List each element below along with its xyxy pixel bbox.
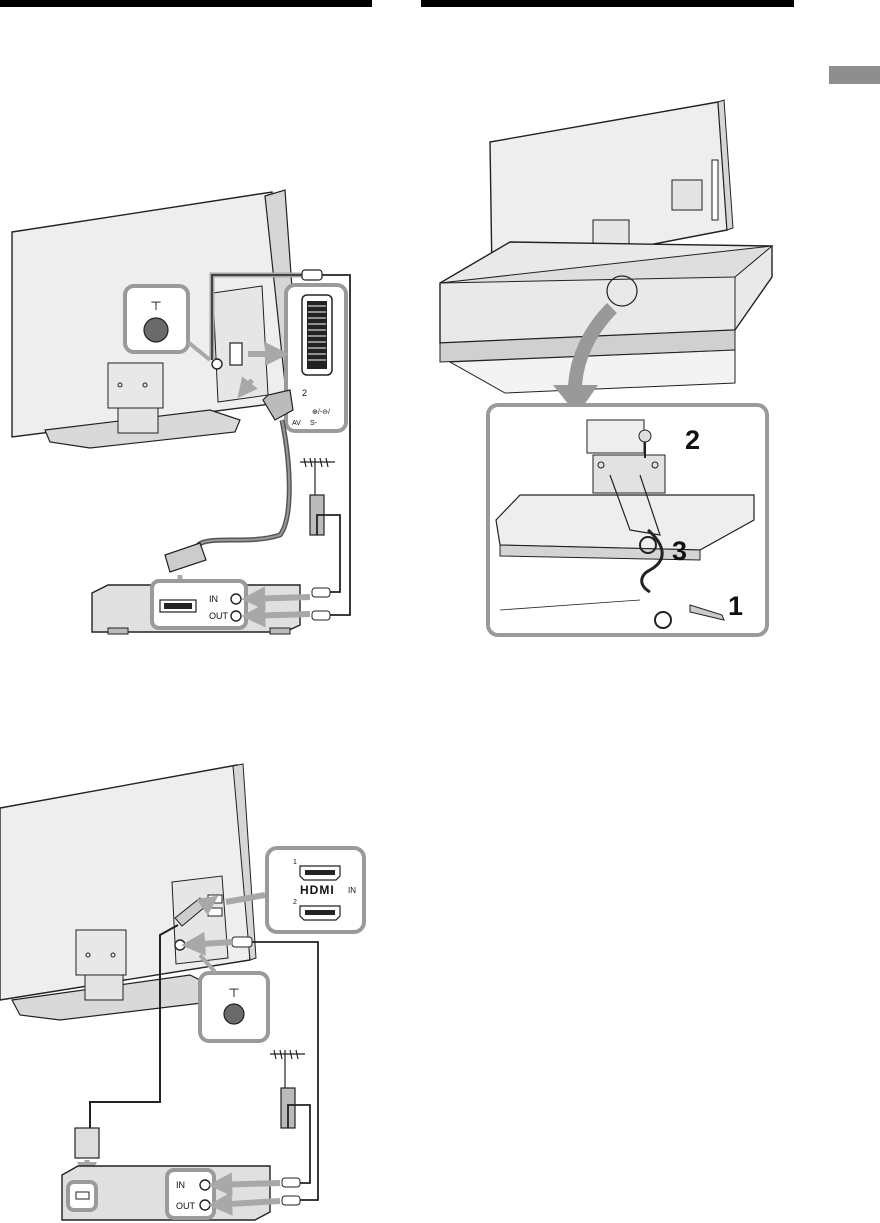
step-1-label: 1 bbox=[728, 591, 743, 621]
tv-bracket bbox=[108, 363, 163, 408]
hdmi-logo: HDMI bbox=[300, 883, 335, 897]
scart-symbols: ⊕/-⊖/ bbox=[312, 409, 330, 416]
scart-svideo-label: S- bbox=[310, 420, 318, 427]
step-2-label: 2 bbox=[685, 425, 700, 455]
hdmi-in-label: IN bbox=[348, 886, 356, 895]
recorder-in-label-2: IN bbox=[176, 1180, 185, 1190]
recorder-out-label-2: OUT bbox=[176, 1201, 196, 1211]
antenna-port-label: ┬ bbox=[150, 294, 161, 311]
hdmi-connection-diagram: 1 HDMI IN 2 ┬ bbox=[0, 764, 364, 1220]
recorder-in-label: IN bbox=[209, 594, 218, 604]
hdmi-port-1-label: 1 bbox=[293, 859, 297, 866]
recorder-out-label: OUT bbox=[209, 611, 229, 621]
scart-number: 2 bbox=[302, 388, 307, 398]
antenna-port-label-2: ┬ bbox=[228, 981, 239, 998]
aerial-icon bbox=[300, 458, 335, 495]
step-3-label: 3 bbox=[672, 536, 687, 566]
scart-av-label: AV bbox=[292, 420, 301, 427]
tv-fixing-diagram: 2 3 1 bbox=[440, 100, 772, 635]
aerial-icon-2 bbox=[270, 1050, 305, 1088]
scart-connection-diagram: ┬ 2 ⊕/-⊖/ AV S- bbox=[12, 190, 350, 634]
hdmi-port-2-label: 2 bbox=[293, 899, 297, 906]
